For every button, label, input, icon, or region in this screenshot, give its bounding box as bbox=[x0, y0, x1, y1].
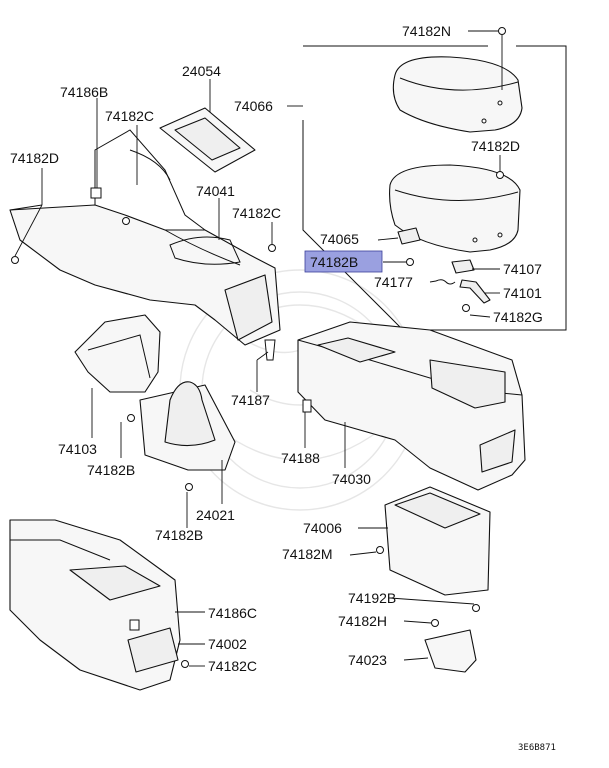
label-24054: 24054 bbox=[182, 63, 221, 79]
label-24021: 24021 bbox=[196, 507, 235, 523]
bracket-74023 bbox=[424, 629, 477, 673]
armrest-group-frame bbox=[302, 45, 567, 331]
label-74177: 74177 bbox=[374, 274, 413, 290]
storage-tray-74006 bbox=[384, 486, 491, 596]
rear-console-section bbox=[9, 519, 181, 691]
part-labels: 74182N 24054 74066 74186B 74182C 74182D … bbox=[10, 23, 556, 753]
label-74192B: 74192B bbox=[348, 590, 396, 606]
label-74182B-highlighted: 74182B bbox=[310, 254, 358, 270]
label-74182C-low: 74182C bbox=[208, 658, 257, 674]
label-74188: 74188 bbox=[281, 450, 320, 466]
label-74107: 74107 bbox=[503, 261, 542, 277]
label-74187: 74187 bbox=[231, 392, 270, 408]
spring-74177 bbox=[435, 279, 456, 285]
leader-lines bbox=[9, 30, 503, 667]
armrest-lid-upper bbox=[392, 56, 523, 133]
label-74186B: 74186B bbox=[60, 84, 108, 100]
ashtray-74002 bbox=[127, 627, 179, 673]
label-74182C-top: 74182C bbox=[105, 108, 154, 124]
label-74182G: 74182G bbox=[493, 309, 543, 325]
label-74182H: 74182H bbox=[338, 613, 387, 629]
fasteners bbox=[11, 27, 506, 668]
label-74182N: 74182N bbox=[402, 23, 451, 39]
shift-bezel-24054 bbox=[159, 107, 256, 173]
label-74101: 74101 bbox=[503, 285, 542, 301]
label-74182C-mid: 74182C bbox=[232, 205, 281, 221]
label-74186C: 74186C bbox=[208, 605, 257, 621]
label-74182B-b: 74182B bbox=[155, 527, 203, 543]
center-console-74030 bbox=[297, 321, 526, 491]
label-74103: 74103 bbox=[58, 441, 97, 457]
console-front-74041 bbox=[9, 129, 281, 346]
side-panel-74103 bbox=[74, 314, 161, 393]
label-74065: 74065 bbox=[320, 231, 359, 247]
lever-74101 bbox=[459, 279, 491, 304]
label-74182B-a: 74182B bbox=[87, 462, 135, 478]
label-74002: 74002 bbox=[208, 636, 247, 652]
hinge-plate-74065 bbox=[397, 227, 421, 245]
label-74182D-right: 74182D bbox=[471, 138, 520, 154]
shift-boot-24021 bbox=[139, 381, 236, 471]
label-74023: 74023 bbox=[348, 652, 387, 668]
label-74006: 74006 bbox=[303, 520, 342, 536]
label-74182D-left: 74182D bbox=[10, 150, 59, 166]
highlight-box bbox=[304, 250, 383, 273]
label-74066: 74066 bbox=[234, 98, 273, 114]
armrest-lid-lower bbox=[389, 164, 521, 253]
label-74030: 74030 bbox=[332, 471, 371, 487]
latch-74107 bbox=[451, 259, 475, 274]
label-74182M: 74182M bbox=[282, 546, 333, 562]
label-74041: 74041 bbox=[196, 183, 235, 199]
diagram-code: 3E6B871 bbox=[518, 743, 556, 753]
